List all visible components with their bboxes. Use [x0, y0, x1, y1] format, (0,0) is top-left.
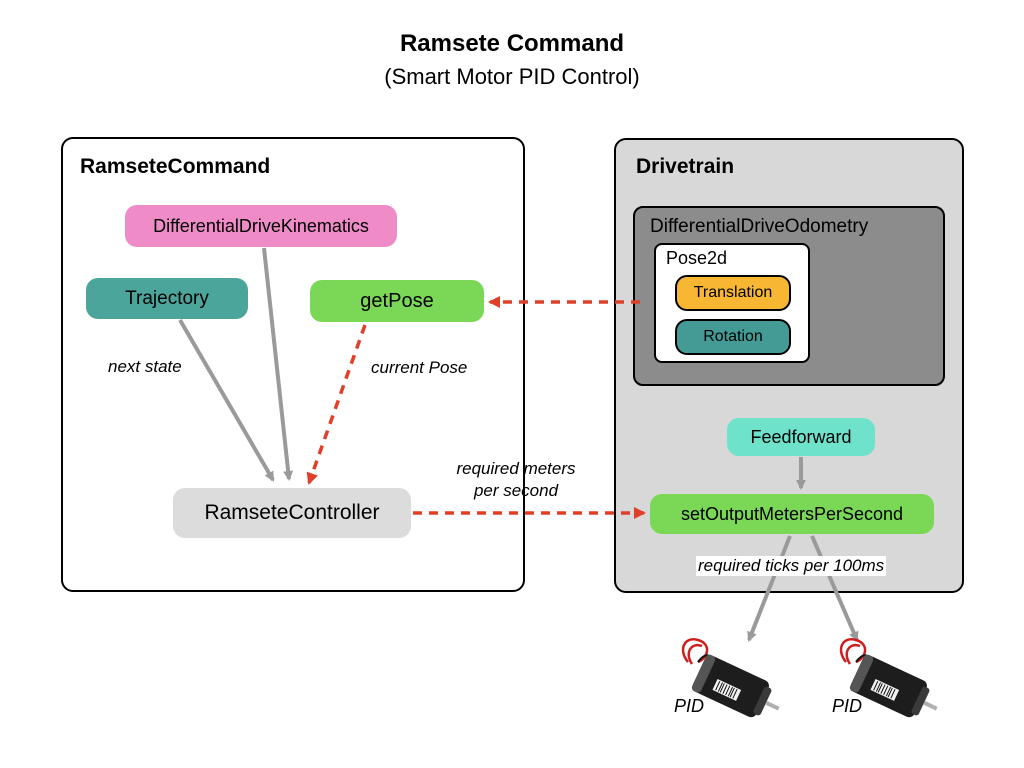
set-output-node: setOutputMetersPerSecond: [650, 494, 934, 534]
odometry-heading: DifferentialDriveOdometry: [650, 216, 869, 237]
required-meters-label: required meters per second: [456, 459, 576, 500]
translation-node: Translation: [675, 275, 791, 311]
motor-1-icon: [681, 638, 780, 718]
ramsete-controller-node: RamseteController: [173, 488, 411, 538]
kinematics-to-controller-arrow: [262, 247, 294, 481]
diagram-title: Ramsete Command: [399, 30, 625, 57]
motor-2-pid-label: PID: [832, 696, 863, 716]
drivetrain-heading: Drivetrain: [636, 155, 735, 178]
output-to-motor-1-arrow: [747, 535, 792, 642]
get-pose-node: getPose: [310, 280, 484, 322]
ramsete-command-heading: RamseteCommand: [80, 155, 271, 178]
output-to-motor-2-arrow: [810, 535, 859, 642]
rotation-node: Rotation: [675, 319, 791, 355]
motor-1-pid-label: PID: [674, 696, 705, 716]
trajectory-node: Trajectory: [86, 278, 248, 319]
trajectory-to-controller-arrow: [178, 318, 275, 482]
required-ticks-label: required ticks per 100ms: [696, 556, 887, 576]
next-state-label: next state: [108, 357, 182, 376]
diagram-subtitle: (Smart Motor PID Control): [384, 64, 640, 89]
feedforward-node: Feedforward: [727, 418, 875, 456]
pose2d-heading: Pose2d: [666, 248, 728, 268]
current-pose-label: current Pose: [371, 358, 468, 377]
getpose-to-controller-arrow: [306, 324, 367, 485]
motor-2-icon: [839, 638, 938, 718]
kinematics-node: DifferentialDriveKinematics: [125, 205, 397, 247]
